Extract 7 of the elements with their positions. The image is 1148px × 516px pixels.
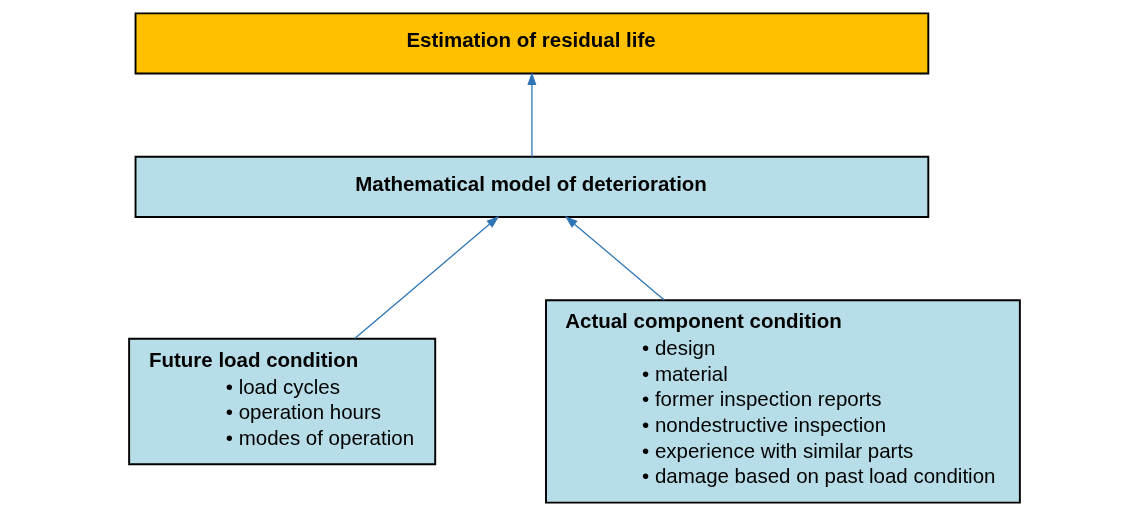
arrow xyxy=(526,72,536,158)
node-box: Actual component condition • design • material • former inspection reports • nondestructive inspection • experience with similar parts • damage based on past load condition xyxy=(544,299,1021,504)
arrow xyxy=(353,216,499,340)
node-box: Future load condition • load cycles • operation hours • modes of operation xyxy=(127,337,436,466)
arrow xyxy=(564,216,665,301)
node-box: Mathematical model of deterioration xyxy=(134,155,929,218)
node-box: Estimation of residual life xyxy=(134,12,929,75)
